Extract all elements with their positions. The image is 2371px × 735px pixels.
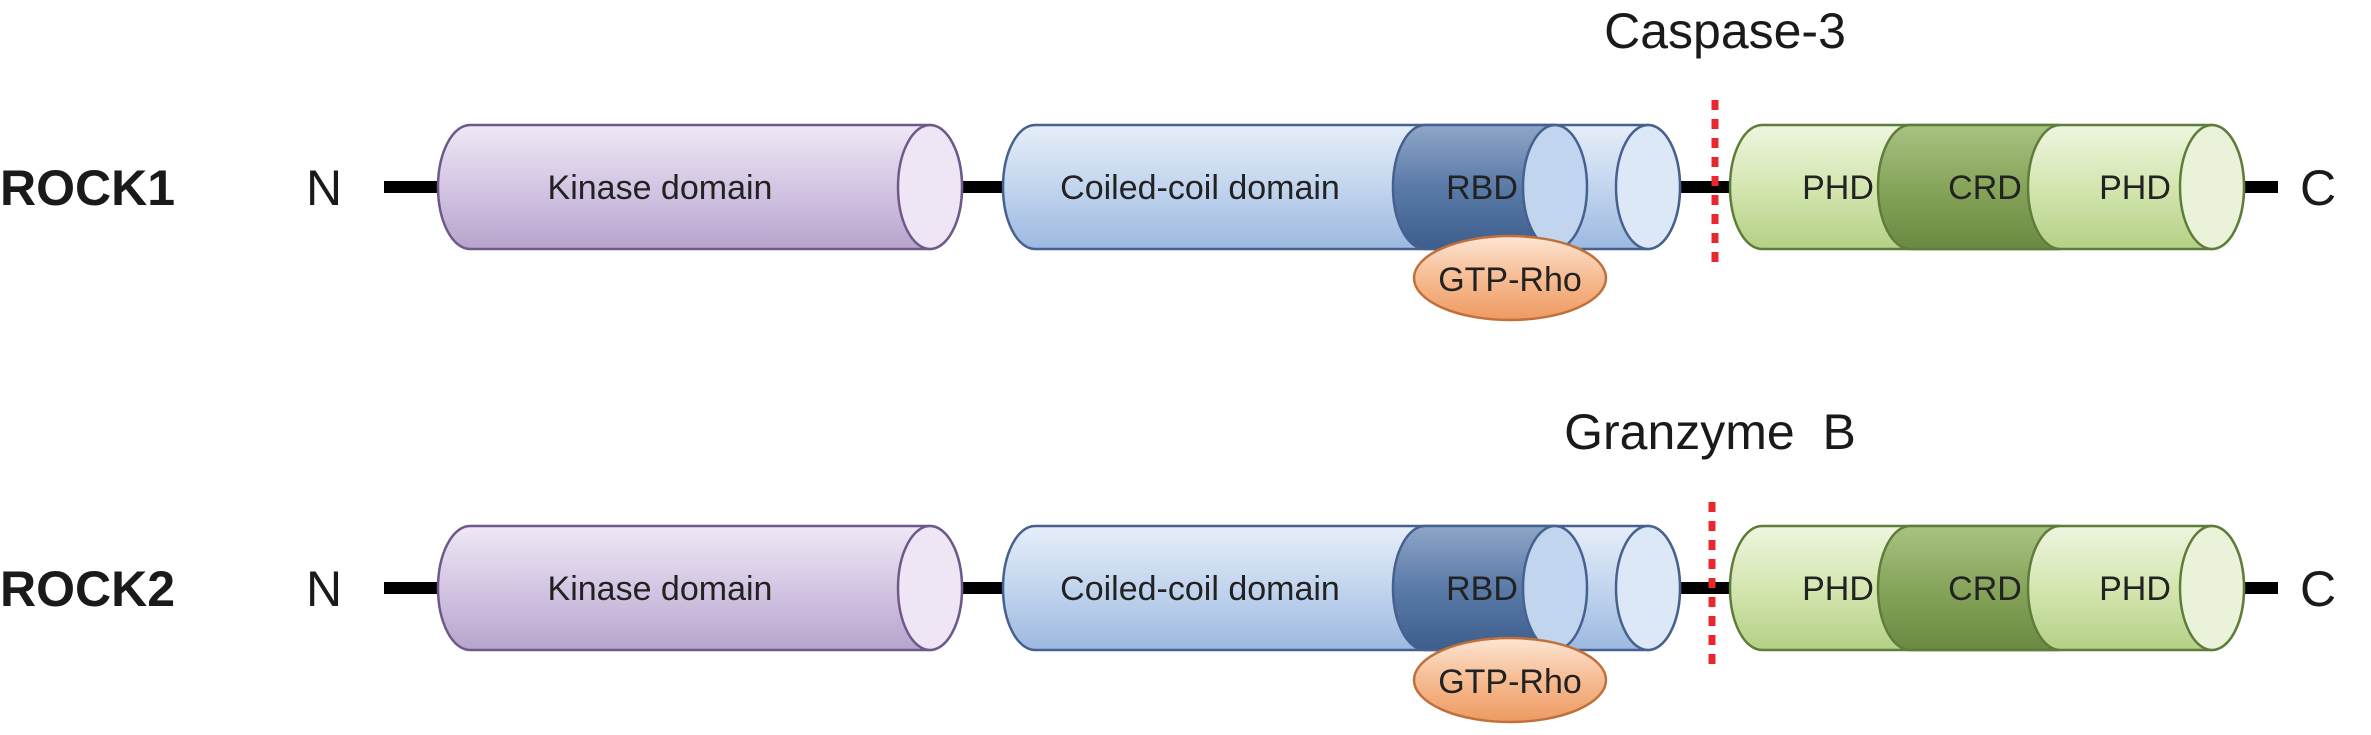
- coiled-coil-domain: Coiled-coil domain RBD: [1001, 123, 1682, 251]
- rock1-row: Caspase-3 ROCK1 N Kinase domain Coiled-c…: [0, 3, 2336, 322]
- kinase-domain: Kinase domain: [436, 123, 964, 251]
- protein-name: ROCK1: [0, 160, 175, 216]
- coiled-coil-label: Coiled-coil domain: [1060, 570, 1340, 608]
- phd-label-2: PHD: [2099, 169, 2171, 207]
- n-terminus-label: N: [306, 160, 342, 216]
- gtp-rho-binder: GTP-Rho: [1412, 234, 1608, 322]
- coiled-coil-domain: Coiled-coil domain RBD: [1001, 524, 1682, 652]
- n-terminus-label: N: [306, 561, 342, 617]
- crd-domain: [1876, 123, 2061, 251]
- rbd-label: RBD: [1446, 169, 1518, 207]
- phd-label-1: PHD: [1802, 169, 1874, 207]
- gtp-rho-label: GTP-Rho: [1438, 261, 1582, 299]
- crd-label: CRD: [1948, 570, 2022, 608]
- coiled-coil-label: Coiled-coil domain: [1060, 169, 1340, 207]
- kinase-domain-label: Kinase domain: [548, 570, 773, 608]
- c-terminus-label: C: [2300, 561, 2336, 617]
- c-terminal-domains: PHD CRD PHD: [1728, 123, 2246, 251]
- rbd-domain: [1391, 524, 1557, 652]
- phd-label-1: PHD: [1802, 570, 1874, 608]
- gtp-rho-label: GTP-Rho: [1438, 663, 1582, 701]
- rock2-row: Granzyme B ROCK2 N Kinase domain Coiled-…: [0, 404, 2336, 724]
- phd-label-2: PHD: [2099, 570, 2171, 608]
- rbd-label: RBD: [1446, 570, 1518, 608]
- crd-label: CRD: [1948, 169, 2022, 207]
- protein-name: ROCK2: [0, 561, 175, 617]
- crd-domain: [1876, 524, 2061, 652]
- cleavage-enzyme-label: Caspase-3: [1604, 3, 1846, 59]
- cleavage-enzyme-label: Granzyme B: [1564, 404, 1856, 460]
- c-terminus-label: C: [2300, 160, 2336, 216]
- c-terminal-domains: PHD CRD PHD: [1728, 524, 2246, 652]
- rbd-domain: [1391, 123, 1557, 251]
- kinase-domain: Kinase domain: [436, 524, 964, 652]
- kinase-domain-label: Kinase domain: [548, 169, 773, 207]
- gtp-rho-binder: GTP-Rho: [1412, 636, 1608, 724]
